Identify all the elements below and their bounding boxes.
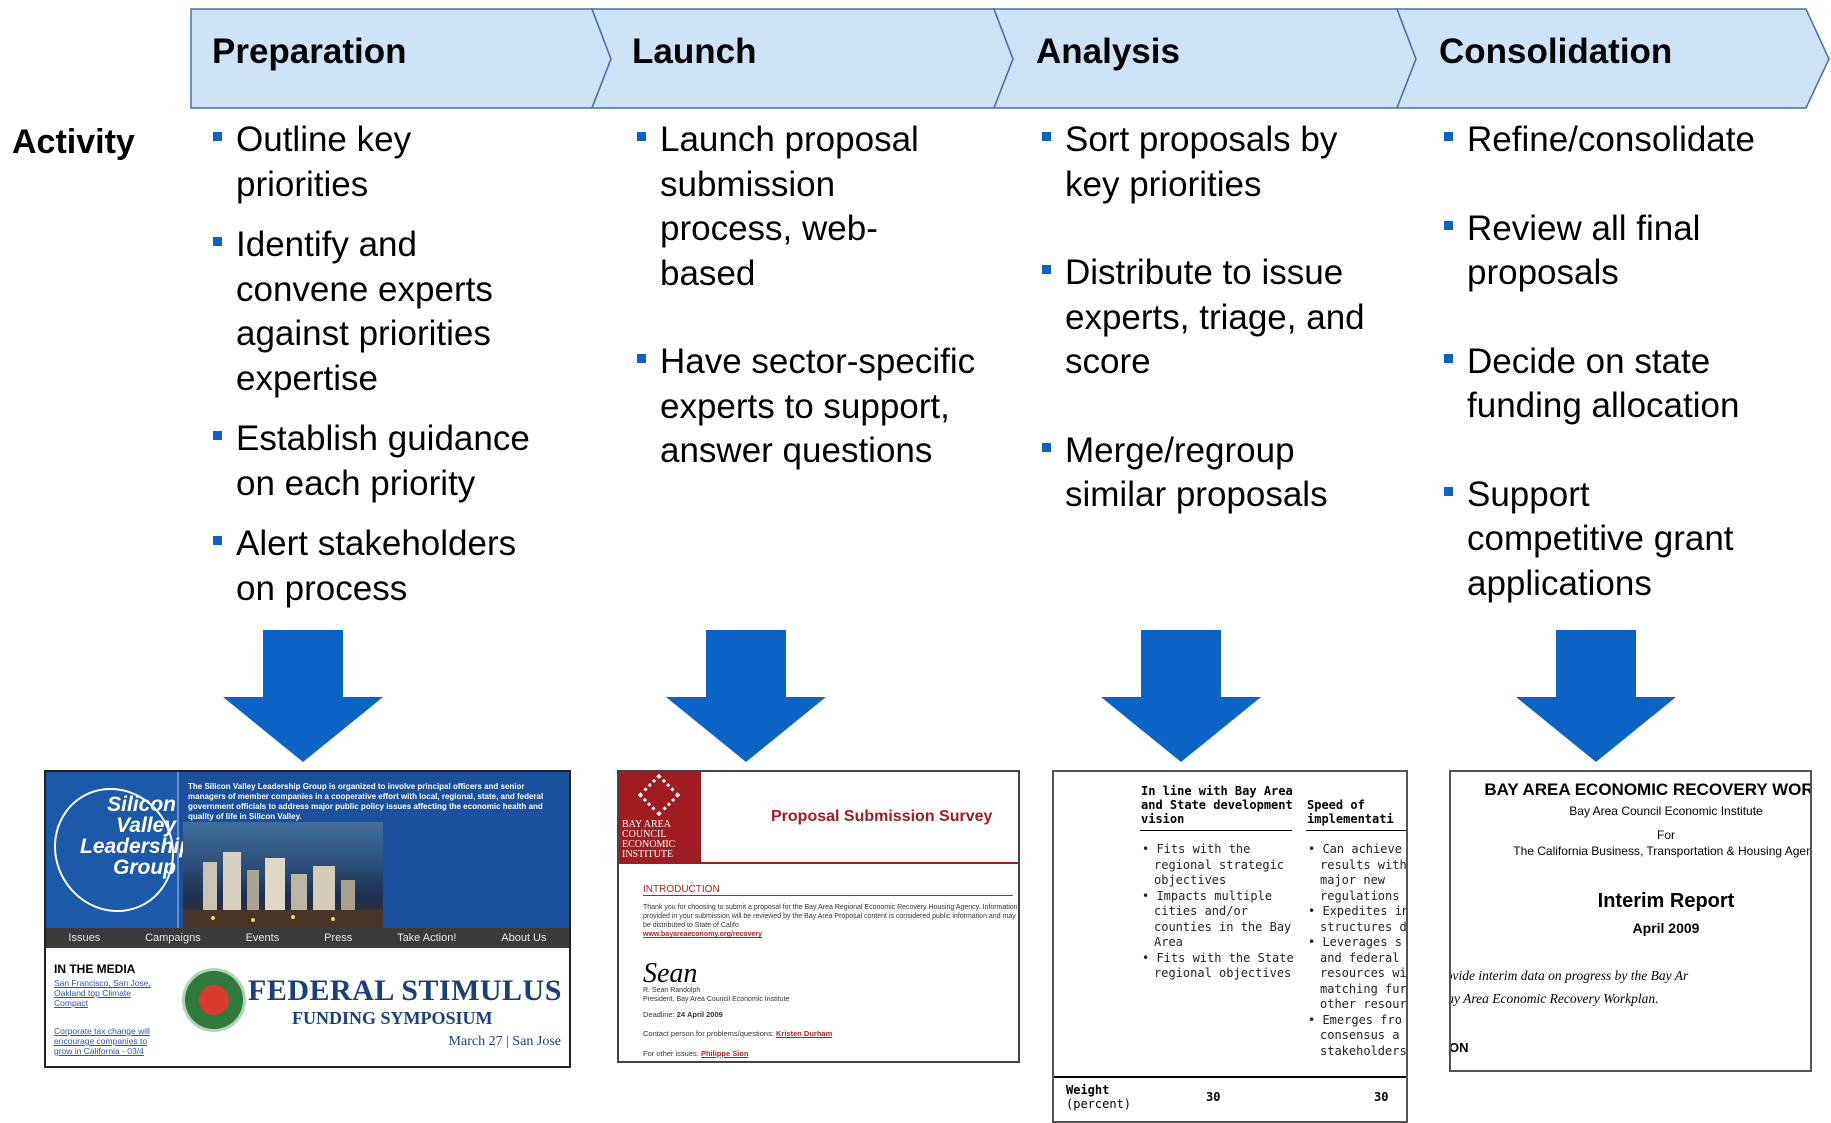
nav-item-take-action: Take Action!	[397, 932, 457, 944]
nav-item-events: Events	[245, 932, 280, 944]
stage-label-consolidation: Consolidation	[1439, 32, 1673, 71]
down-arrow-icon	[666, 630, 826, 762]
nav-item-campaigns: Campaigns	[145, 932, 201, 944]
nav-item-press: Press	[324, 932, 353, 944]
media-heading: IN THE MEDIA	[54, 962, 136, 976]
interim-report-thumbnail: BAY AREA ECONOMIC RECOVERY WORKPL Bay Ar…	[1449, 770, 1812, 1072]
deadline: Deadline: 24 April 2009	[643, 1010, 723, 1019]
contact-link: Kristen Durham	[776, 1029, 833, 1038]
banner-subtitle: FUNDING SYMPOSIUM	[292, 1008, 493, 1028]
report-fragment: ON	[1449, 1040, 1469, 1055]
intro-heading: INTRODUCTION	[643, 884, 1013, 896]
bullet-item: Merge/regroup similar proposals	[1041, 429, 1361, 518]
bullet-item: Alert stakeholders on process	[212, 522, 542, 611]
chevron-consolidation	[1395, 8, 1830, 109]
report-agency: The California Business, Transportation …	[1513, 844, 1812, 858]
activity-row-label: Activity	[12, 123, 135, 161]
bullet-item: Outline key priorities	[212, 118, 432, 207]
criteria-table-thumbnail: In line with Bay Area and State developm…	[1052, 770, 1408, 1123]
contact-line: Contact person for problems/questions: K…	[643, 1029, 833, 1038]
weight-value: 30	[1374, 1090, 1389, 1104]
criteria-heading-speed: Speed of implementati	[1307, 798, 1394, 826]
svlg-website-thumbnail: Silicon Valley Leadership Group The Sili…	[44, 770, 571, 1068]
stage-label-analysis: Analysis	[1036, 32, 1180, 71]
report-for: For	[1657, 828, 1675, 842]
down-arrow-icon	[1101, 630, 1261, 762]
divider	[619, 862, 1018, 864]
bullet-item: Distribute to issue experts, triage, and…	[1041, 251, 1381, 385]
survey-title: Proposal Submission Survey	[771, 808, 993, 825]
bullet-item: Decide on state funding allocation	[1443, 340, 1783, 429]
svlg-nav-bar: Issues Campaigns Events Press Take Actio…	[46, 928, 569, 948]
activity-column-launch: Launch proposal submission process, web-…	[636, 118, 976, 474]
nav-item-issues: Issues	[68, 932, 101, 944]
svlg-logo: Silicon Valley Leadership Group	[46, 772, 192, 928]
bullet-item: Have sector-specific experts to support,…	[636, 340, 976, 474]
activity-column-analysis: Sort proposals by key priorities Distrib…	[1041, 118, 1391, 518]
activity-column-preparation: Outline key priorities Identify and conv…	[212, 118, 572, 611]
report-paragraph: eloping a Bay Area Economic Recovery Wor…	[1451, 991, 1659, 1006]
intro-body: Thank you for choosing to submit a propo…	[643, 904, 1018, 938]
media-link: San Francisco, San Jose, Oakland top Cli…	[54, 978, 151, 1008]
weight-value: 30	[1206, 1090, 1221, 1104]
media-link: Corporate tax change will encourage comp…	[54, 1026, 150, 1056]
economic-institute-logo: BAY AREA COUNCIL ECONOMIC INSTITUTE	[619, 772, 701, 862]
bullet-item: Identify and convene experts against pri…	[212, 223, 542, 401]
activity-column-consolidation: Refine/consolidate Review all final prop…	[1443, 118, 1803, 606]
criteria-heading-vision: In line with Bay Area and State developm…	[1141, 784, 1293, 826]
report-org: Bay Area Council Economic Institute	[1569, 804, 1763, 818]
criteria-list-speed: • Can achieve results witho major new re…	[1308, 842, 1408, 1058]
signature: Sean	[643, 958, 698, 989]
report-title: Interim Report	[1597, 890, 1735, 912]
divider	[1054, 1076, 1406, 1078]
banner-title: FEDERAL STIMULUS	[248, 974, 562, 1007]
stage-label-launch: Launch	[632, 32, 757, 71]
bullet-item: Refine/consolidate	[1443, 118, 1803, 163]
report-heading: BAY AREA ECONOMIC RECOVERY WORKPL	[1484, 780, 1812, 799]
bullet-item: Establish guidance on each priority	[212, 417, 562, 506]
recovery-link: www.bayareaeconomy.org/recovery	[643, 931, 763, 938]
down-arrow-icon	[1516, 630, 1676, 762]
banner-date: March 27 | San Jose	[448, 1034, 561, 1049]
stage-label-preparation: Preparation	[212, 32, 407, 71]
bullet-item: Launch proposal submission process, web-…	[636, 118, 946, 296]
other-issues-line: For other issues: Philippe Sion	[643, 1049, 749, 1058]
process-chevron-bar	[190, 8, 1830, 109]
svlg-intro-text: The Silicon Valley Leadership Group is o…	[188, 782, 544, 821]
report-date: April 2009	[1632, 920, 1700, 936]
bullet-item: Review all final proposals	[1443, 207, 1743, 296]
signer-block: R. Sean Randolph President, Bay Area Cou…	[643, 987, 790, 1003]
other-contact-link: Philippe Sion	[700, 1049, 749, 1058]
city-skyline-image	[183, 822, 383, 928]
report-paragraph: tended to provide interim data on progre…	[1451, 968, 1689, 983]
bullet-item: Support competitive grant applications	[1443, 473, 1773, 607]
weight-label: Weight (percent)	[1066, 1083, 1132, 1111]
bullet-item: Sort proposals by key priorities	[1041, 118, 1361, 207]
criteria-list-vision: • Fits with the regional strategic objec…	[1142, 842, 1294, 980]
nav-item-about-us: About Us	[501, 932, 547, 944]
svlg-seal-logo	[182, 968, 246, 1032]
down-arrow-icon	[223, 630, 383, 762]
proposal-survey-thumbnail: BAY AREA COUNCIL ECONOMIC INSTITUTE Prop…	[617, 770, 1020, 1063]
